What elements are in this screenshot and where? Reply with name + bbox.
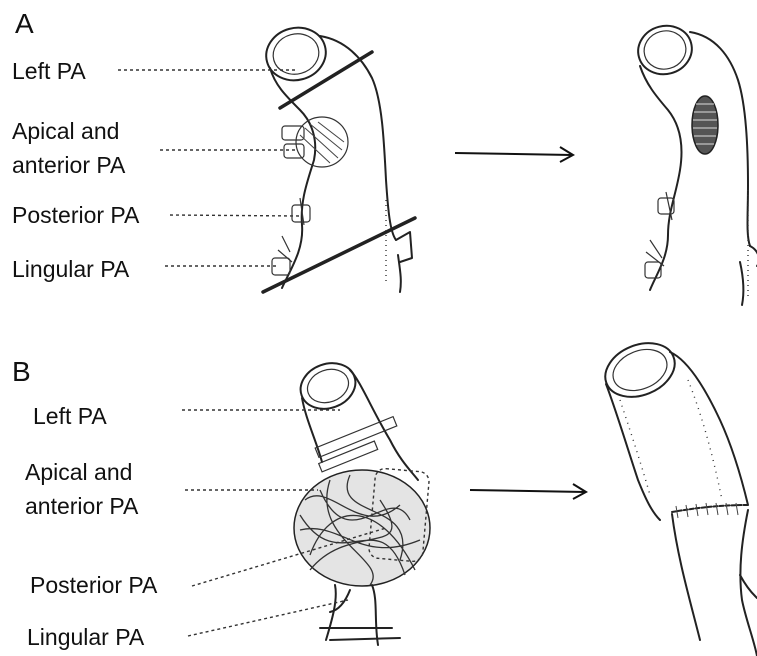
panel-b-before-vessel bbox=[294, 356, 430, 645]
panel-b-after-vessel bbox=[597, 333, 757, 656]
panel-b-arrow bbox=[470, 484, 586, 499]
panel-a-after-vessel bbox=[633, 20, 757, 305]
panel-b-lingular-leader bbox=[188, 600, 348, 636]
panel-a-posterior-leader bbox=[170, 215, 300, 216]
panel-a-before-vessel bbox=[260, 21, 415, 292]
panel-a-arrow bbox=[455, 147, 573, 162]
